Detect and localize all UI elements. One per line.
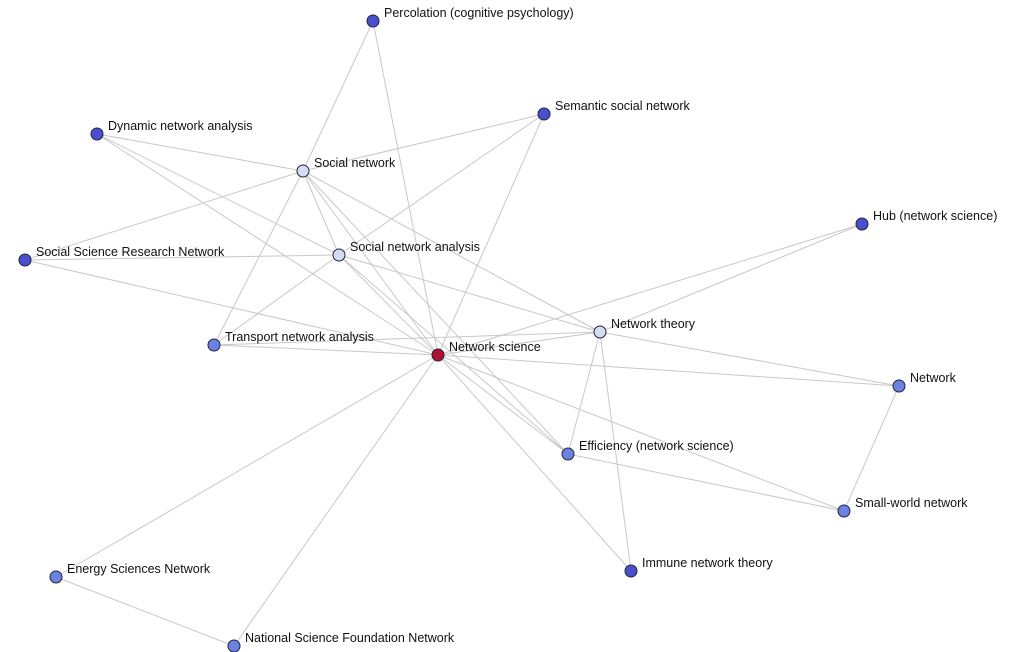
node-label-social-network[interactable]: Social network [314, 156, 396, 170]
edge-network-theory--hub-network-science [599, 223, 863, 333]
edge-social-network-analysis--network-theory [338, 254, 601, 333]
node-network-science[interactable]: Network science [431, 340, 541, 362]
edge-network-theory--transport-network-analysis [213, 331, 601, 346]
node-circle-dynamic-network-analysis[interactable] [90, 127, 104, 141]
node-circle-national-science-foundation-network[interactable] [227, 639, 241, 652]
node-network[interactable]: Network [892, 371, 957, 393]
node-network-theory[interactable]: Network theory [593, 317, 696, 339]
edge-network-science--hub-network-science [437, 223, 863, 356]
node-circle-network[interactable] [892, 379, 906, 393]
edge-network-science--energy-sciences-network [55, 354, 439, 578]
node-label-transport-network-analysis[interactable]: Transport network analysis [225, 330, 374, 344]
node-label-social-science-research-network[interactable]: Social Science Research Network [36, 245, 225, 259]
edge-network-science--national-science-foundation-network [233, 354, 439, 647]
edge-percolation--social-network [302, 20, 374, 172]
edge-network--small-world-network [843, 385, 900, 512]
node-label-social-network-analysis[interactable]: Social network analysis [350, 240, 480, 254]
edge-social-network--transport-network-analysis [213, 170, 304, 346]
node-small-world-network[interactable]: Small-world network [837, 496, 968, 518]
edge-semantic-social-network--social-network-analysis [338, 113, 545, 256]
edge-semantic-social-network--social-network [302, 113, 545, 172]
edge-network-science--transport-network-analysis [213, 344, 439, 356]
edge-network-theory--immune-network-theory [599, 331, 632, 572]
node-label-semantic-social-network[interactable]: Semantic social network [555, 99, 691, 113]
edge-network-theory--network [599, 331, 900, 387]
node-label-immune-network-theory[interactable]: Immune network theory [642, 556, 773, 570]
edge-social-network--social-network-analysis [302, 170, 340, 256]
node-label-network[interactable]: Network [910, 371, 957, 385]
node-label-dynamic-network-analysis[interactable]: Dynamic network analysis [108, 119, 253, 133]
node-national-science-foundation-network[interactable]: National Science Foundation Network [227, 631, 455, 652]
node-label-national-science-foundation-network[interactable]: National Science Foundation Network [245, 631, 455, 645]
node-social-network[interactable]: Social network [296, 156, 396, 178]
node-label-efficiency-network-science[interactable]: Efficiency (network science) [579, 439, 734, 453]
edge-social-network--network-theory [302, 170, 601, 333]
node-energy-sciences-network[interactable]: Energy Sciences Network [49, 562, 211, 584]
node-circle-social-network-analysis[interactable] [332, 248, 346, 262]
node-label-energy-sciences-network[interactable]: Energy Sciences Network [67, 562, 211, 576]
node-circle-energy-sciences-network[interactable] [49, 570, 63, 584]
edge-social-network-analysis--transport-network-analysis [213, 254, 340, 346]
edge-dynamic-network-analysis--social-network-analysis [96, 133, 340, 256]
edge-network-science--social-network [302, 170, 439, 356]
node-hub-network-science[interactable]: Hub (network science) [855, 209, 997, 231]
node-circle-semantic-social-network[interactable] [537, 107, 551, 121]
node-circle-network-science[interactable] [431, 348, 445, 362]
edge-network-science--percolation [372, 20, 439, 356]
edge-network-science--network [437, 354, 900, 387]
edge-network-science--small-world-network [437, 354, 845, 512]
edge-energy-sciences-network--national-science-foundation-network [55, 576, 235, 647]
edge-efficiency-network-science--small-world-network [567, 453, 845, 512]
edge-network-science--immune-network-theory [437, 354, 632, 572]
node-circle-efficiency-network-science[interactable] [561, 447, 575, 461]
node-circle-percolation[interactable] [366, 14, 380, 28]
node-circle-small-world-network[interactable] [837, 504, 851, 518]
node-percolation[interactable]: Percolation (cognitive psychology) [366, 6, 574, 28]
node-label-percolation[interactable]: Percolation (cognitive psychology) [384, 6, 574, 20]
edge-social-network--efficiency-network-science [302, 170, 569, 455]
node-circle-hub-network-science[interactable] [855, 217, 869, 231]
node-label-hub-network-science[interactable]: Hub (network science) [873, 209, 997, 223]
node-layer: Network science Percolation (cognitive ps… [18, 6, 997, 652]
edge-social-science-research-network--social-network-analysis [24, 254, 340, 261]
edge-network-science--dynamic-network-analysis [96, 133, 439, 356]
node-circle-network-theory[interactable] [593, 325, 607, 339]
node-circle-immune-network-theory[interactable] [624, 564, 638, 578]
node-circle-social-network[interactable] [296, 164, 310, 178]
edge-layer [24, 20, 900, 647]
edge-dynamic-network-analysis--social-network [96, 133, 304, 172]
node-transport-network-analysis[interactable]: Transport network analysis [207, 330, 374, 352]
edge-network-science--semantic-social-network [437, 113, 545, 356]
node-circle-transport-network-analysis[interactable] [207, 338, 221, 352]
node-social-science-research-network[interactable]: Social Science Research Network [18, 245, 225, 267]
edge-network-science--efficiency-network-science [437, 354, 569, 455]
edge-network-science--social-science-research-network [24, 259, 439, 356]
node-dynamic-network-analysis[interactable]: Dynamic network analysis [90, 119, 253, 141]
edge-network-science--network-theory [437, 331, 601, 356]
node-immune-network-theory[interactable]: Immune network theory [624, 556, 773, 578]
edge-social-network-analysis--efficiency-network-science [338, 254, 569, 455]
node-social-network-analysis[interactable]: Social network analysis [332, 240, 480, 262]
node-efficiency-network-science[interactable]: Efficiency (network science) [561, 439, 734, 461]
node-circle-social-science-research-network[interactable] [18, 253, 32, 267]
node-label-small-world-network[interactable]: Small-world network [855, 496, 968, 510]
node-label-network-science[interactable]: Network science [449, 340, 541, 354]
edge-social-network--social-science-research-network [24, 170, 304, 261]
edge-network-theory--efficiency-network-science [567, 331, 601, 455]
node-semantic-social-network[interactable]: Semantic social network [537, 99, 691, 121]
node-label-network-theory[interactable]: Network theory [611, 317, 696, 331]
